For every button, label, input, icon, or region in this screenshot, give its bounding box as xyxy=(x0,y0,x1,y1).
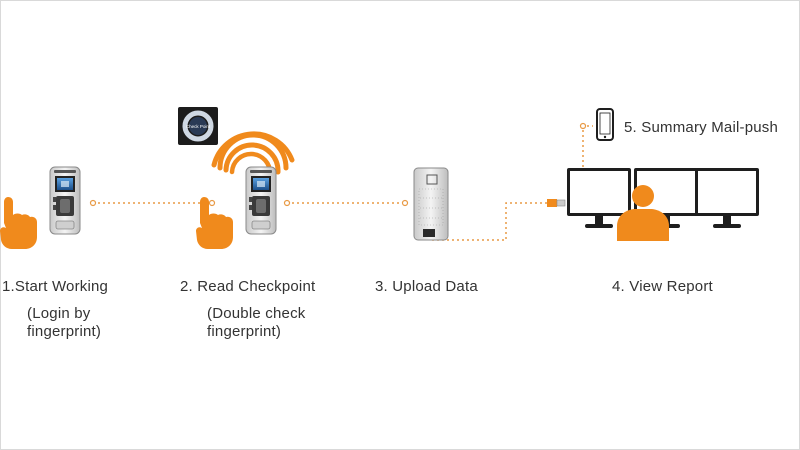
smartphone-icon xyxy=(596,108,614,141)
checkpoint-tag-icon: Check Point xyxy=(178,107,218,145)
step-1-subtitle-line1: (Login by xyxy=(27,305,91,322)
connector-line-4-5 xyxy=(579,122,593,172)
step-2-title: 2. Read Checkpoint xyxy=(180,278,316,295)
monitor-icon xyxy=(695,168,759,228)
step-2-subtitle-line2: fingerprint) xyxy=(207,323,282,340)
upload-terminal-icon xyxy=(413,167,449,241)
step-1-subtitle-line2: fingerprint) xyxy=(27,323,102,340)
cable-line-3-4 xyxy=(432,202,548,241)
connector-line-2-3 xyxy=(283,199,409,207)
step-2-subtitle-line1: (Double check xyxy=(207,305,306,322)
usb-cable-icon xyxy=(547,199,566,207)
checkpoint-tag-label: Check Point xyxy=(186,124,211,129)
step-1-title: 1.Start Working xyxy=(2,278,109,295)
fingerprint-device-icon xyxy=(245,166,277,235)
user-silhouette-icon xyxy=(617,185,669,241)
fingerprint-device-icon xyxy=(49,166,81,235)
pointing-hand-icon xyxy=(0,197,37,249)
step-4-title: 4. View Report xyxy=(612,278,713,295)
rfid-signal-waves-icon xyxy=(211,131,295,177)
connector-line-1-2 xyxy=(89,199,216,207)
step-3-title: 3. Upload Data xyxy=(375,278,478,295)
step-5-title: 5. Summary Mail-push xyxy=(624,119,779,136)
